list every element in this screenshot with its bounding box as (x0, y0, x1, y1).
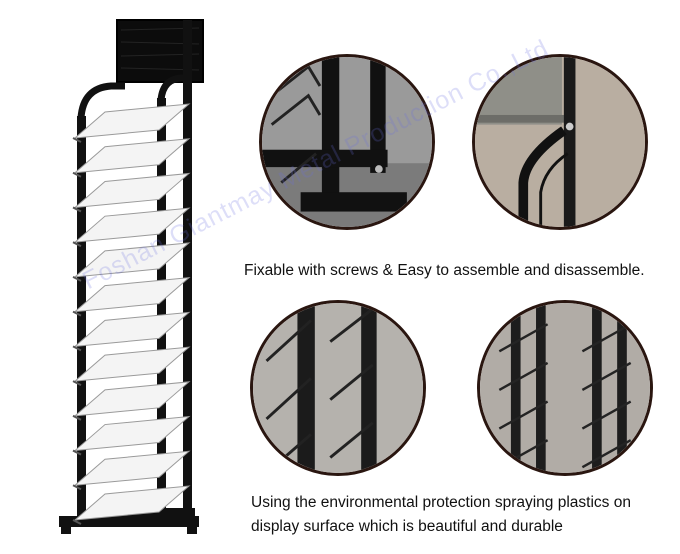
rack-shelves (72, 103, 191, 525)
rack-shelf-panel (73, 103, 191, 139)
rack-shelf-panel (73, 311, 191, 348)
assembly-caption: Fixable with screws & Easy to assemble a… (244, 262, 645, 279)
detail-circle-wire-grid (477, 300, 653, 476)
rack-shelf-panel (73, 415, 191, 452)
detail-circle-arch-corner (472, 54, 648, 230)
rack-shelf-panel (73, 381, 191, 417)
rack-shelf-panel (73, 276, 191, 313)
rack-shelf-panel (73, 207, 191, 243)
detail-circle-screw-joint (259, 54, 435, 230)
rack-shelf-panel (73, 242, 191, 278)
rack-shelf-panel (73, 138, 191, 174)
rack-shelf-hook (72, 380, 82, 386)
rack-shelf-hook (72, 449, 82, 456)
rack-shelf-panel (73, 450, 191, 486)
coating-caption: Using the environmental protection spray… (251, 491, 671, 539)
rack-shelf-hook (72, 276, 82, 282)
rack-shelf-hook (72, 345, 82, 352)
rack-shelf-panel (73, 485, 191, 521)
rack-shelf-hook (72, 171, 82, 178)
display-rack-image (55, 16, 215, 546)
rack-shelf-panel (73, 346, 191, 382)
rack-shelf-hook (72, 414, 82, 421)
coating-caption-line-1: Using the environmental protection spray… (251, 494, 631, 511)
rack-shelf-panel (73, 172, 191, 209)
display-rack-drawing (59, 19, 204, 534)
rack-shelf-hook (72, 137, 82, 143)
rack-shelf-hook (72, 519, 82, 525)
detail-circle-shelf-wires (250, 300, 426, 476)
coating-caption-line-2: display surface which is beautiful and d… (251, 518, 563, 535)
rack-shelf-hook (72, 310, 82, 317)
rack-shelf-hook (72, 484, 82, 491)
rack-shelf-hook (72, 241, 82, 248)
rack-shelf-hook (72, 206, 82, 213)
